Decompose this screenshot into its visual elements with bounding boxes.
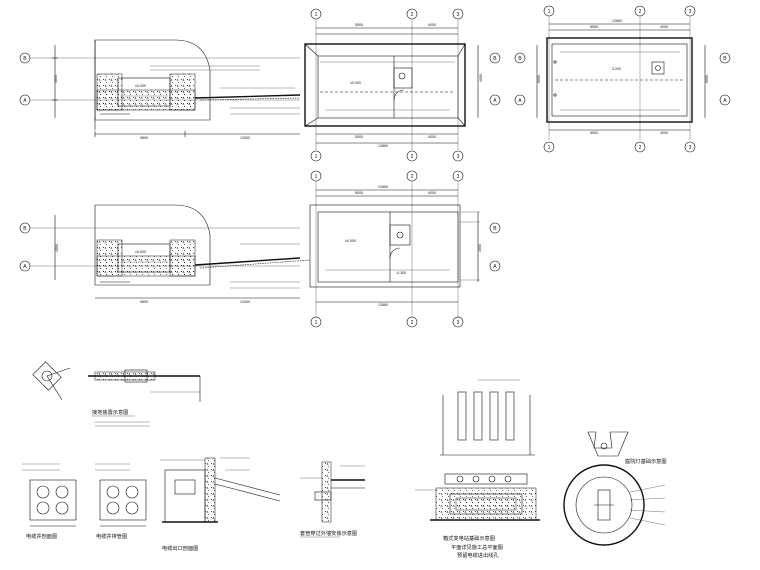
caption: 庭院灯基础示意图 [625, 457, 667, 465]
caption: 接地装置示意图 [92, 408, 128, 416]
caption: 电缆井排管图 [96, 532, 127, 540]
dim-label: 12000 [240, 300, 250, 304]
axis-label: 1 [315, 174, 318, 180]
dim-label: 4000 [428, 135, 436, 139]
dim-label: 9800 [140, 300, 148, 304]
axis-label: A [493, 98, 497, 104]
pipe-support-detail: 套管穿过外墙安装示意图 [300, 461, 365, 538]
dim-label: 4000 [428, 23, 436, 27]
axis-label: 1 [315, 154, 318, 160]
plan-top-right: 1 2 3 12860 8500 4000 3.200 B A B A 6000 [514, 5, 731, 153]
dim-label: 12860 [612, 19, 622, 23]
axis-label: A [23, 264, 27, 270]
transformer-base-detail: 箱式变电站基础示意图 平面详见施工总平面图 预留电缆进出线孔 [415, 379, 540, 559]
dim-label: 12860 [378, 144, 388, 148]
dim-label: 12860 [378, 185, 388, 189]
dim-label: 12860 [378, 303, 388, 307]
dim-label: 4000 [660, 131, 668, 135]
dim-label: 8500 [590, 25, 598, 29]
dim-label: 5500 [590, 131, 598, 135]
dim-label: 4000 [479, 74, 483, 82]
axis-label: B [723, 56, 727, 62]
dim-label: 4000 [428, 191, 436, 195]
dim-label: 12000 [240, 136, 250, 140]
axis-label: 1 [548, 145, 551, 151]
grounding-detail: 接地装置示意图 [32, 361, 201, 427]
axis-label: 2 [639, 145, 642, 151]
cable-well-duct: 电缆井排管图 [95, 463, 147, 540]
axis-label: 1 [548, 9, 551, 15]
axis-label: 3 [457, 320, 460, 326]
dim-label: 4000 [55, 244, 59, 252]
axis-label: 2 [411, 154, 414, 160]
axis-b-left: B [19, 52, 300, 64]
dim-label: 9800 [140, 136, 148, 140]
plan-top-building: 1 1 2 2 3 3 5500 4000 [304, 8, 501, 162]
plan-top-left: B A 4000 ±0.000 9 [19, 39, 301, 140]
axis-label: B [23, 56, 27, 62]
dim-label: 6000 [537, 75, 541, 83]
axis-label: A [493, 264, 497, 270]
elevation: ±0.000 [350, 81, 361, 85]
axis-label: B [493, 56, 497, 62]
dim-label: 4000 [660, 25, 668, 29]
elevation: ±0.000 [345, 239, 356, 243]
axis-label: 3 [457, 174, 460, 180]
axis-label: 2 [411, 174, 414, 180]
caption: 套管穿过外墙安装示意图 [300, 529, 357, 537]
axis-label: 3 [457, 154, 460, 160]
axis-label: A [23, 98, 27, 104]
elevation: ±0.000 [135, 250, 146, 254]
axis-label: 3 [689, 9, 692, 15]
caption-note: 平面详见施工总平面图 [451, 543, 503, 551]
dim-label: 8500 [355, 191, 363, 195]
axis-label: 3 [457, 12, 460, 18]
axis-label: 1 [315, 12, 318, 18]
elevation: ±0.000 [135, 84, 146, 88]
axis-label: B [518, 56, 522, 62]
cable-well-section: 电缆井剖面图 [22, 463, 77, 540]
axis-column-1: 1 1 [310, 8, 322, 162]
dim-label: 6000 [705, 75, 709, 83]
dim-label: 4000 [478, 244, 482, 252]
axis-label: B [23, 226, 27, 232]
elevation: 3.200 [612, 67, 621, 71]
caption: 电缆井剖面图 [26, 532, 57, 540]
dim-label: 5500 [355, 135, 363, 139]
axis-label: A [518, 98, 522, 104]
axis-label: A [723, 98, 727, 104]
elevation: -0.300 [396, 271, 406, 275]
axis-label: 2 [411, 320, 414, 326]
caption-note: 预留电缆进出线孔 [457, 551, 499, 559]
axis-label: B [493, 226, 497, 232]
axis-label: 1 [315, 320, 318, 326]
axis-label: 2 [639, 9, 642, 15]
plan-middle: B A 4000 ±0.000 9800 12000 1 2 3 12860 [19, 170, 501, 328]
axis-label: 2 [411, 12, 414, 18]
caption: 电缆出口剖面图 [162, 544, 198, 552]
dim-label: 5500 [355, 23, 363, 27]
caption: 箱式变电站基础示意图 [443, 534, 495, 542]
cable-exit-section: 电缆出口剖面图 [160, 457, 281, 552]
axis-label: 3 [689, 145, 692, 151]
lamp-base-detail: 庭院灯基础示意图 [563, 431, 667, 546]
dim-label: 4000 [54, 75, 58, 83]
